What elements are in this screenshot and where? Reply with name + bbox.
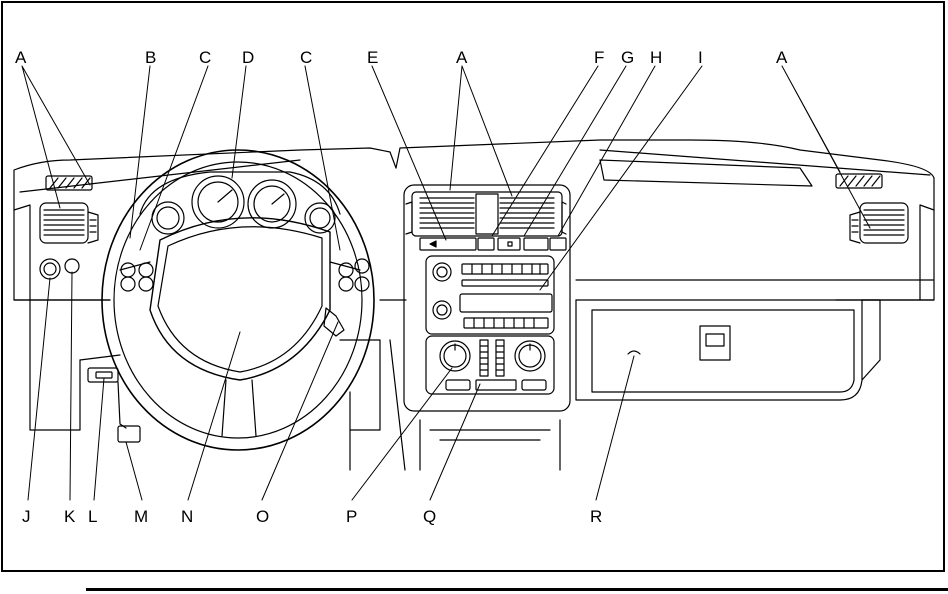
headlamp-switch (40, 259, 60, 279)
label-b: B (145, 48, 156, 67)
label-f: F (594, 48, 604, 67)
bottom-labels: J K L M N O P Q R (22, 507, 602, 526)
label-a-right: A (776, 48, 788, 67)
label-c-left: C (199, 48, 211, 67)
climate-controls (426, 336, 554, 394)
label-j: J (22, 507, 31, 526)
dashboard-outline (14, 140, 934, 470)
label-m: M (134, 507, 148, 526)
center-switch-row (420, 238, 566, 250)
steering-wheel-controls-right (339, 259, 369, 291)
label-k: K (64, 507, 76, 526)
dimmer-control (65, 259, 79, 273)
label-r: R (590, 507, 602, 526)
label-g: G (621, 48, 634, 67)
label-c-right: C (300, 48, 312, 67)
label-e: E (367, 48, 378, 67)
top-labels: A B C D C E A F G H I A (15, 48, 788, 67)
label-i: I (698, 48, 703, 67)
label-d: D (242, 48, 254, 67)
steering-wheel (102, 150, 374, 450)
label-l: L (88, 507, 97, 526)
instrument-cluster (140, 172, 340, 234)
label-p: P (346, 507, 357, 526)
radio-unit (426, 256, 554, 334)
hood-release (88, 368, 118, 382)
air-vent-center (404, 185, 570, 411)
glovebox-latch (628, 351, 640, 354)
hazard-button (700, 326, 730, 360)
label-n: N (181, 507, 193, 526)
label-q: Q (423, 507, 436, 526)
leader-lines (22, 66, 870, 500)
label-a-left: A (15, 48, 27, 67)
label-a-center: A (456, 48, 468, 67)
label-o: O (256, 507, 269, 526)
steering-wheel-controls-left (121, 263, 153, 291)
label-h: H (650, 48, 662, 67)
